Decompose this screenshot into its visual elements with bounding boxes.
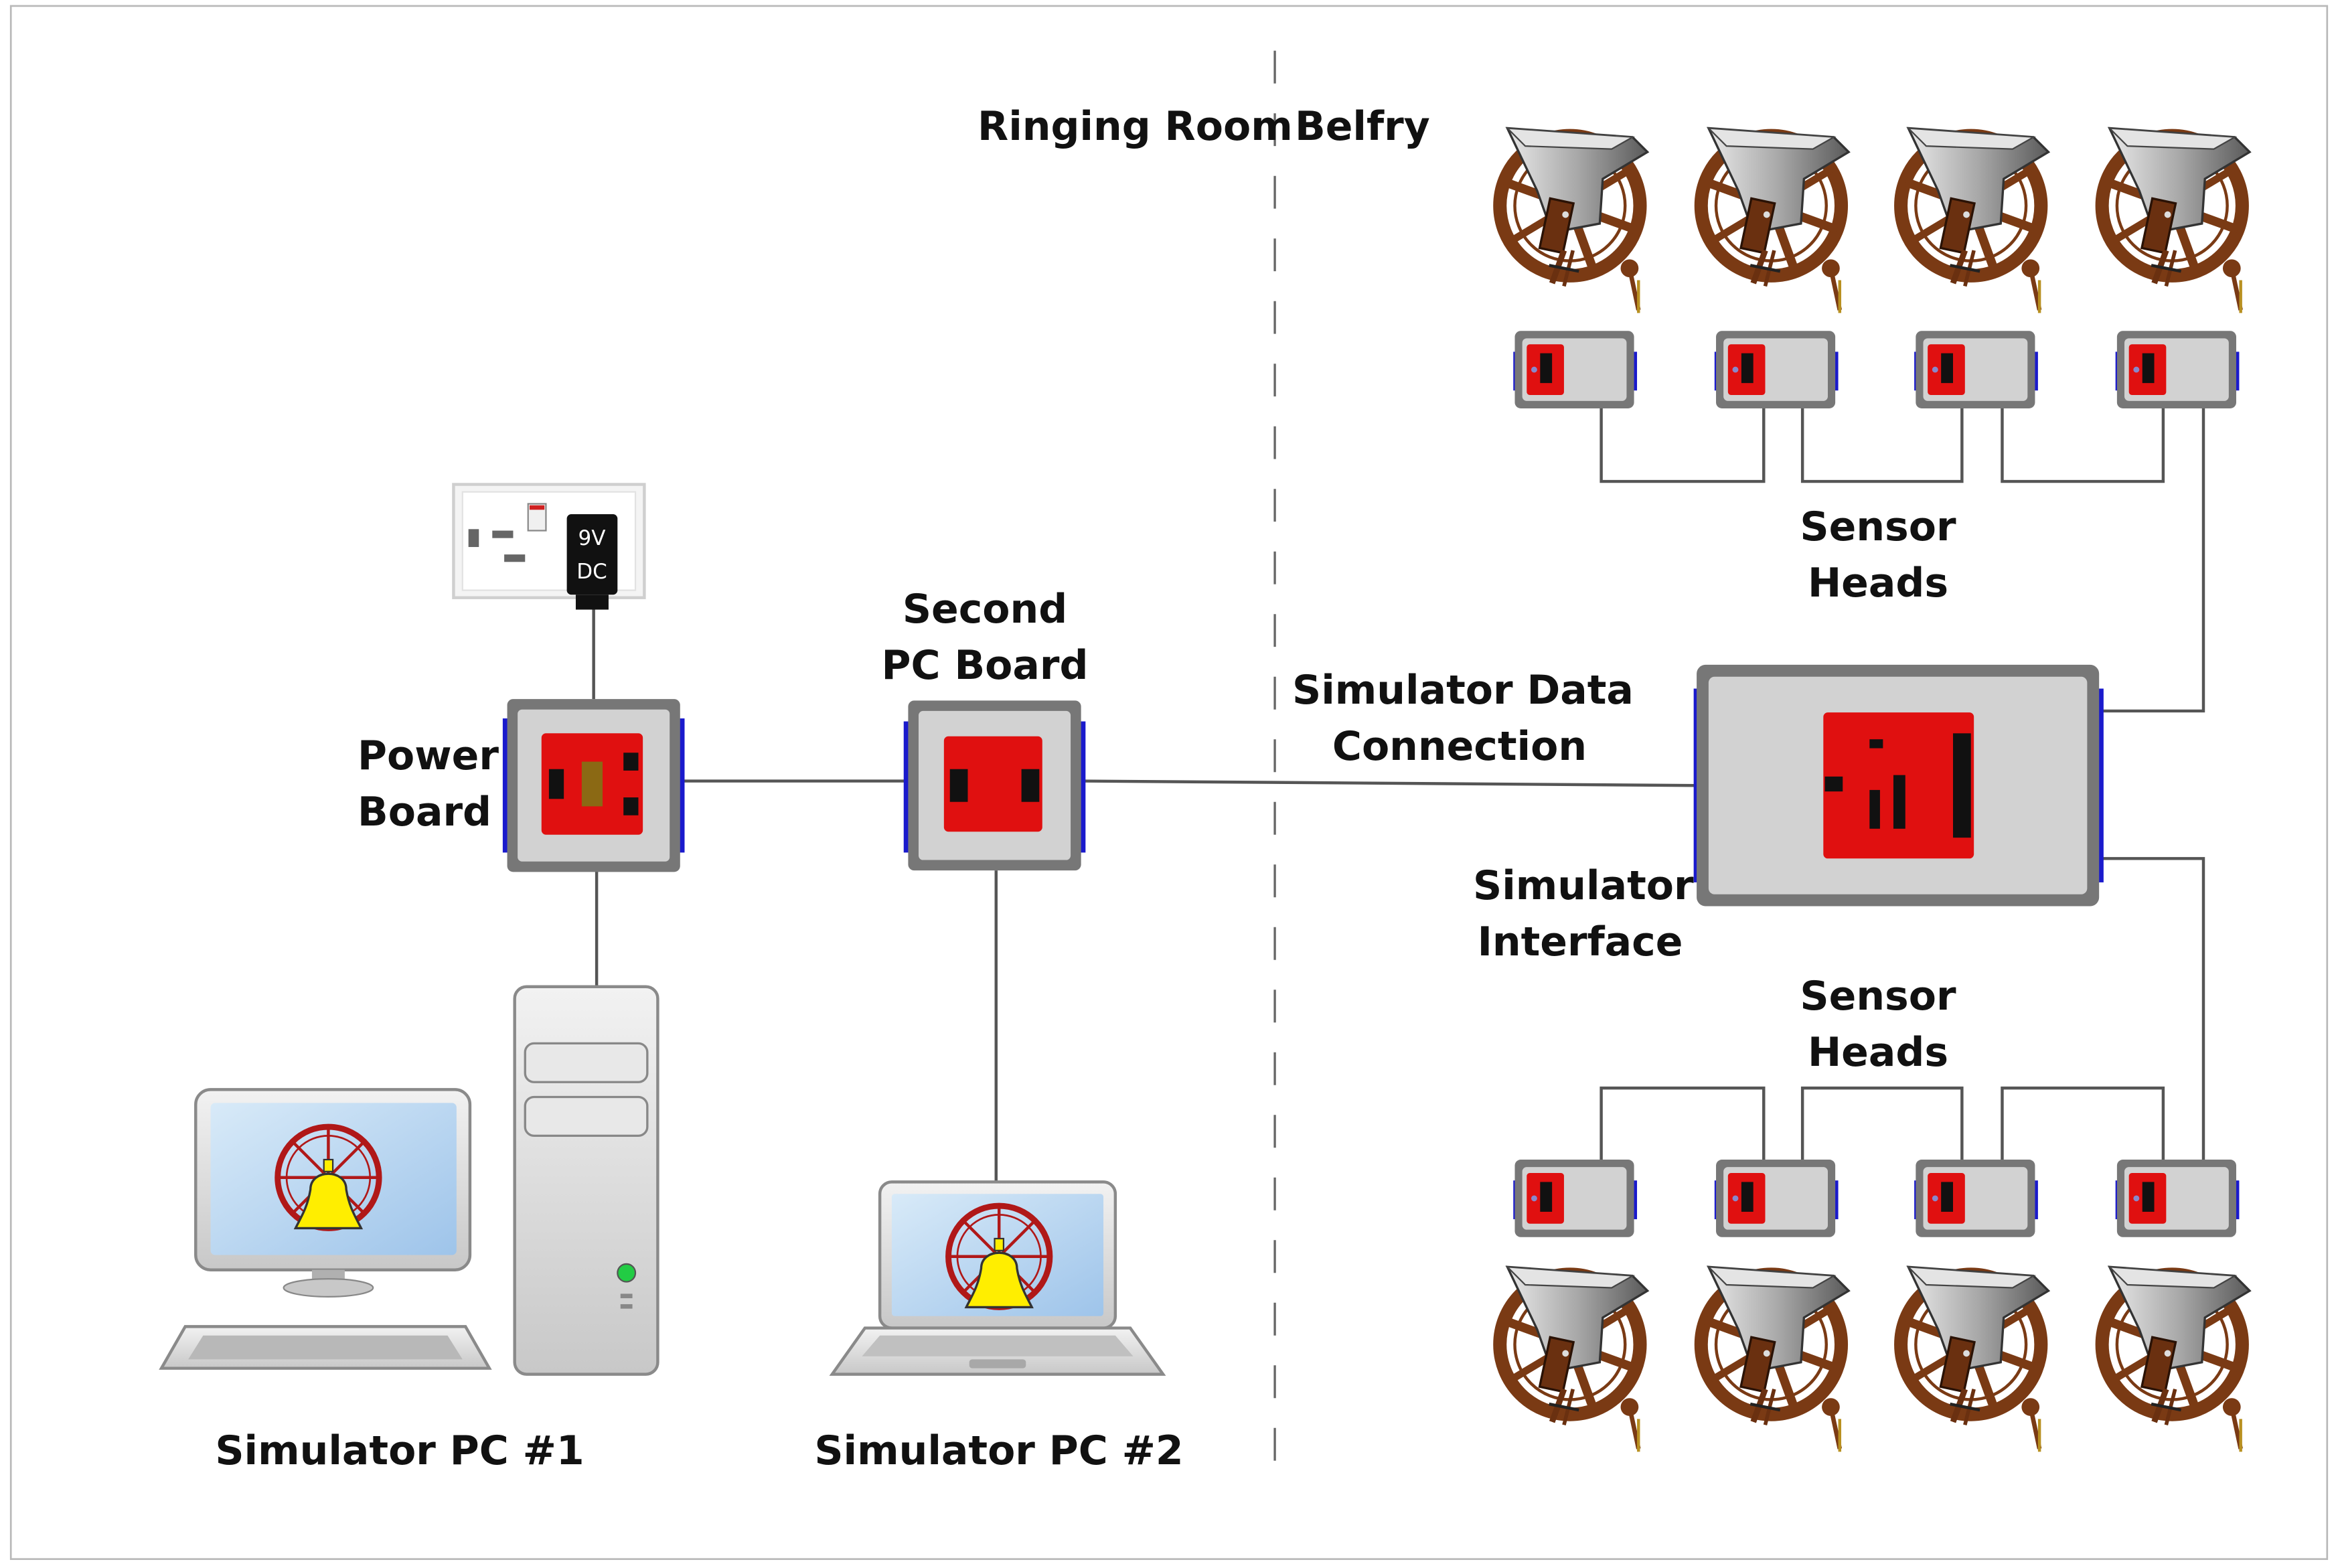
wires	[592, 408, 2205, 1185]
bell-wheel-icon	[1500, 128, 1647, 313]
bell-wheel-icon	[1500, 1267, 1647, 1452]
bell-wheel-icon	[2102, 128, 2250, 313]
sensor-heads-bottom-label-line1: Sensor	[1800, 973, 1956, 1020]
laptop-icon	[829, 1180, 1166, 1376]
adapter-label-line2: DC	[576, 560, 607, 584]
simulator-interface-label-line1: Simulator	[1473, 862, 1694, 909]
top-chain-3	[2001, 408, 2165, 483]
sensor-head	[1914, 1160, 2038, 1237]
top-chain-1	[1600, 408, 1766, 483]
adapter-label: 9V DC	[566, 522, 617, 589]
second-pc-board-label: Second PC Board	[878, 581, 1092, 694]
sensor-head	[1914, 331, 2038, 408]
bottom-chain-1	[1600, 1086, 1766, 1163]
sensor-heads-bottom-label: Sensor Heads	[1771, 968, 1985, 1081]
sensor-head	[1714, 331, 1839, 408]
bell-wheel-icon	[1701, 128, 1849, 313]
sensor-heads-top-label-line1: Sensor	[1800, 503, 1956, 550]
power-board	[502, 699, 685, 872]
pc1-label: Simulator PC #1	[215, 1427, 584, 1474]
sim-data-connection-label-line1: Simulator Data	[1292, 667, 1634, 714]
bell-wheel-icon	[2102, 1267, 2250, 1452]
interface-to-bottom	[2099, 857, 2205, 1163]
top-to-interface	[2099, 408, 2205, 713]
pc2-label: Simulator PC #2	[814, 1427, 1184, 1474]
second-pc-board-label-line2: PC Board	[881, 642, 1089, 689]
sim-data-connection-label: Simulator Data Connection	[1292, 662, 1634, 775]
sim-data-connection-label-line2: Connection	[1332, 723, 1587, 770]
simulator-interface-label-line2: Interface	[1477, 919, 1683, 965]
simulator-interface-label: Simulator Interface	[1473, 858, 1694, 970]
bottom-chain-3	[2001, 1086, 2165, 1163]
power-board-label-line2: Board	[358, 789, 491, 836]
bell-wheel-icon	[1901, 128, 2048, 313]
sensor-heads-top-label: Sensor Heads	[1771, 499, 1985, 611]
belfry-label: Belfry	[1295, 103, 1430, 150]
sensor-head	[2115, 1160, 2240, 1237]
sensor-head	[2115, 331, 2240, 408]
power-board-label: Power Board	[358, 728, 499, 840]
second-pc-board-label-line1: Second	[902, 586, 1068, 633]
bell-wheel-icon	[1701, 1267, 1849, 1452]
bell-wheel-icon	[1901, 1267, 2048, 1452]
sensor-heads-top-label-line2: Heads	[1807, 560, 1949, 607]
sensor-heads-bottom-label-line2: Heads	[1807, 1029, 1949, 1076]
outer-frame	[9, 5, 2329, 1560]
second-pc-board	[903, 700, 1086, 871]
sensor-head	[1714, 1160, 1839, 1237]
sim-data-wire	[1082, 779, 1697, 787]
sensor-head	[1513, 331, 1638, 408]
bottom-chain-2	[1800, 1086, 1964, 1163]
top-chain-2	[1800, 408, 1964, 483]
sensor-head	[1513, 1160, 1638, 1237]
adapter-label-line1: 9V	[578, 526, 606, 550]
desktop-pc-icon	[159, 985, 659, 1376]
power-adapter-icon	[566, 514, 618, 610]
simulator-interface	[1693, 664, 2104, 907]
power-board-label-line1: Power	[358, 732, 499, 779]
ringing-room-label: Ringing Room	[978, 103, 1293, 150]
